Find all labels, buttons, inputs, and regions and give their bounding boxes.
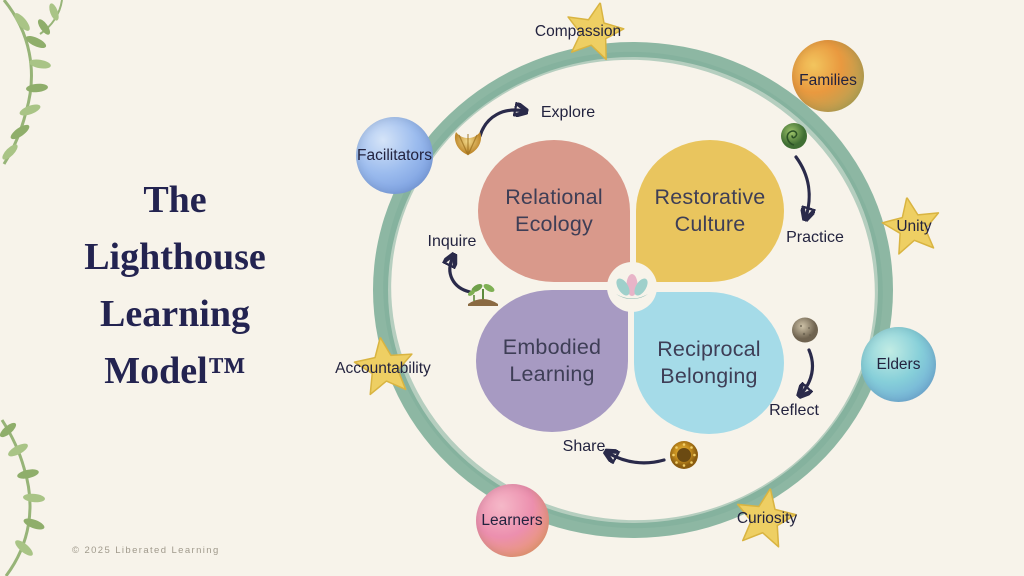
node-label-facilitators: Facilitators [357, 147, 432, 164]
title-line-1: The [143, 179, 207, 221]
action-label-explore: Explore [540, 104, 596, 121]
vine-decoration-top-left [2, 0, 63, 165]
petal-restorative-culture: Restorative Culture [636, 140, 784, 282]
watercolor-circle-elders [861, 327, 936, 402]
star-icon-unity [881, 196, 940, 255]
watercolor-circle-families [792, 40, 864, 112]
node-label-families: Families [799, 72, 857, 89]
watercolor-circle-facilitators [356, 117, 433, 194]
lotus-icon [616, 274, 648, 299]
page-title: The Lighthouse Learning Model™ [32, 172, 318, 400]
star-icon-curiosity [736, 487, 797, 548]
copyright-text: © 2025 Liberated Learning [72, 545, 220, 556]
sprout-icon [465, 277, 501, 312]
petal-reciprocal-belonging: Reciprocal Belonging [634, 292, 784, 434]
title-line-2: Lighthouse [84, 236, 266, 278]
node-label-elders: Elders [876, 356, 921, 373]
action-label-practice: Practice [786, 229, 844, 246]
node-label-curiosity: Curiosity [736, 510, 798, 527]
star-icon-accountability [353, 336, 413, 396]
seedpod-icon [667, 438, 701, 477]
action-label-share: Share [562, 438, 606, 455]
action-label-inquire: Inquire [427, 233, 477, 250]
stone-icon [789, 314, 821, 351]
node-label-accountability: Accountability [335, 360, 431, 377]
node-label-unity: Unity [896, 218, 932, 235]
watercolor-circle-learners [476, 484, 549, 557]
title-line-4: Model™ [104, 350, 246, 392]
fern-icon [779, 121, 809, 156]
star-icon-compassion [567, 1, 625, 61]
node-label-learners: Learners [481, 512, 543, 529]
action-label-reflect: Reflect [769, 402, 819, 419]
node-label-compassion: Compassion [534, 23, 622, 40]
vine-decoration-bottom-left [0, 419, 45, 576]
petal-embodied-learning: Embodied Learning [476, 290, 628, 432]
petal-relational-ecology: Relational Ecology [478, 140, 630, 282]
title-line-3: Learning [100, 293, 250, 335]
shell-icon [451, 126, 485, 163]
